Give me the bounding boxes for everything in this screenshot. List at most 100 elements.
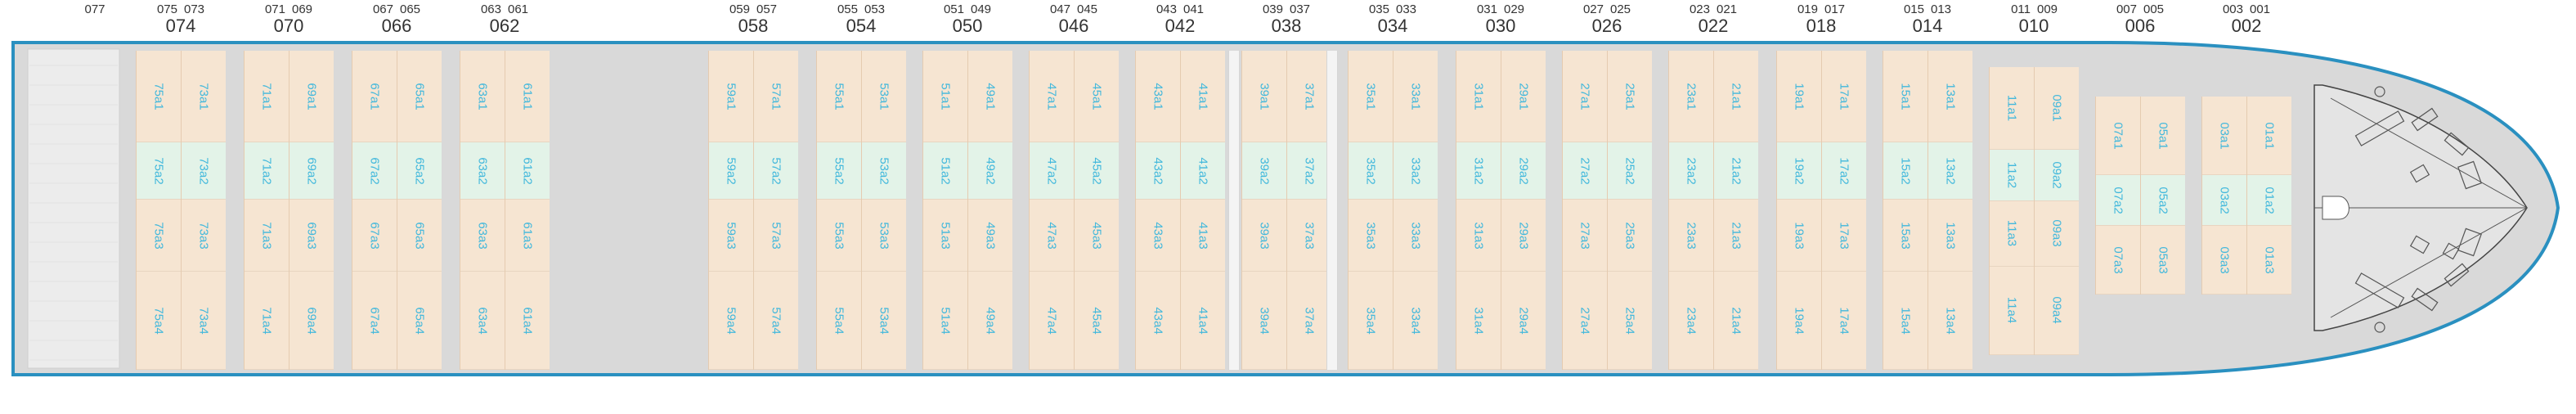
container-slot[interactable]: 55a2: [817, 142, 861, 200]
container-slot[interactable]: 33a1: [1393, 51, 1438, 142]
container-slot[interactable]: 47a3: [1030, 200, 1074, 272]
container-slot[interactable]: 57a4: [754, 272, 798, 370]
container-slot[interactable]: 37a3: [1287, 200, 1331, 272]
container-slot[interactable]: 25a3: [1608, 200, 1652, 272]
container-slot[interactable]: 09a2: [2035, 150, 2079, 202]
container-slot[interactable]: 53a1: [862, 51, 906, 142]
container-slot[interactable]: 65a1: [397, 51, 442, 142]
container-slot[interactable]: 51a2: [923, 142, 967, 200]
container-slot[interactable]: 13a3: [1928, 200, 1972, 272]
container-slot[interactable]: 13a1: [1928, 51, 1972, 142]
container-slot[interactable]: 45a4: [1075, 272, 1119, 370]
container-slot[interactable]: 67a3: [352, 200, 397, 272]
container-slot[interactable]: 07a1: [2096, 97, 2140, 175]
container-slot[interactable]: 17a4: [1822, 272, 1866, 370]
container-slot[interactable]: 55a1: [817, 51, 861, 142]
container-slot[interactable]: 25a1: [1608, 51, 1652, 142]
container-slot[interactable]: 07a3: [2096, 226, 2140, 295]
container-slot[interactable]: 71a2: [245, 142, 289, 200]
container-slot[interactable]: 35a2: [1349, 142, 1393, 200]
container-slot[interactable]: 37a4: [1287, 272, 1331, 370]
container-slot[interactable]: 63a1: [460, 51, 505, 142]
container-slot[interactable]: 49a2: [968, 142, 1012, 200]
container-slot[interactable]: 69a2: [289, 142, 334, 200]
container-slot[interactable]: 09a4: [2035, 266, 2079, 355]
container-slot[interactable]: 49a4: [968, 272, 1012, 370]
container-slot[interactable]: 59a1: [709, 51, 753, 142]
container-slot[interactable]: 73a3: [182, 200, 226, 272]
container-slot[interactable]: 35a3: [1349, 200, 1393, 272]
container-slot[interactable]: 47a2: [1030, 142, 1074, 200]
container-slot[interactable]: 55a3: [817, 200, 861, 272]
container-slot[interactable]: 17a1: [1822, 51, 1866, 142]
container-slot[interactable]: 11a3: [1990, 201, 2034, 267]
container-slot[interactable]: 55a4: [817, 272, 861, 370]
container-slot[interactable]: 33a2: [1393, 142, 1438, 200]
container-slot[interactable]: 41a3: [1181, 200, 1225, 272]
container-slot[interactable]: 09a1: [2035, 67, 2079, 151]
container-slot[interactable]: 09a3: [2035, 201, 2079, 267]
container-slot[interactable]: 33a3: [1393, 200, 1438, 272]
container-slot[interactable]: 29a1: [1501, 51, 1546, 142]
container-slot[interactable]: 73a4: [182, 272, 226, 370]
container-slot[interactable]: 23a2: [1669, 142, 1713, 200]
container-slot[interactable]: 73a2: [182, 142, 226, 200]
container-slot[interactable]: 75a1: [137, 51, 181, 142]
container-slot[interactable]: 63a4: [460, 272, 505, 370]
container-slot[interactable]: 75a3: [137, 200, 181, 272]
container-slot[interactable]: 57a2: [754, 142, 798, 200]
container-slot[interactable]: 19a3: [1777, 200, 1821, 272]
container-slot[interactable]: 57a1: [754, 51, 798, 142]
container-slot[interactable]: 03a2: [2202, 175, 2246, 226]
container-slot[interactable]: 15a1: [1883, 51, 1928, 142]
container-slot[interactable]: 71a3: [245, 200, 289, 272]
container-slot[interactable]: 07a2: [2096, 175, 2140, 226]
container-slot[interactable]: 01a1: [2247, 97, 2291, 175]
container-slot[interactable]: 63a2: [460, 142, 505, 200]
container-slot[interactable]: 01a2: [2247, 175, 2291, 226]
container-slot[interactable]: 65a3: [397, 200, 442, 272]
container-slot[interactable]: 27a1: [1563, 51, 1607, 142]
container-slot[interactable]: 71a1: [245, 51, 289, 142]
container-slot[interactable]: 69a3: [289, 200, 334, 272]
container-slot[interactable]: 41a2: [1181, 142, 1225, 200]
container-slot[interactable]: 11a2: [1990, 150, 2034, 202]
container-slot[interactable]: 51a1: [923, 51, 967, 142]
container-slot[interactable]: 61a1: [505, 51, 550, 142]
container-slot[interactable]: 53a2: [862, 142, 906, 200]
container-slot[interactable]: 39a4: [1242, 272, 1286, 370]
container-slot[interactable]: 19a4: [1777, 272, 1821, 370]
container-slot[interactable]: 69a1: [289, 51, 334, 142]
container-slot[interactable]: 51a4: [923, 272, 967, 370]
container-slot[interactable]: 67a4: [352, 272, 397, 370]
container-slot[interactable]: 23a3: [1669, 200, 1713, 272]
container-slot[interactable]: 59a4: [709, 272, 753, 370]
container-slot[interactable]: 01a3: [2247, 226, 2291, 295]
container-slot[interactable]: 11a4: [1990, 266, 2034, 355]
container-slot[interactable]: 33a4: [1393, 272, 1438, 370]
container-slot[interactable]: 05a2: [2141, 175, 2185, 226]
container-slot[interactable]: 15a2: [1883, 142, 1928, 200]
container-slot[interactable]: 45a1: [1075, 51, 1119, 142]
container-slot[interactable]: 27a2: [1563, 142, 1607, 200]
container-slot[interactable]: 47a1: [1030, 51, 1074, 142]
container-slot[interactable]: 21a4: [1714, 272, 1758, 370]
container-slot[interactable]: 23a1: [1669, 51, 1713, 142]
container-slot[interactable]: 39a3: [1242, 200, 1286, 272]
container-slot[interactable]: 59a3: [709, 200, 753, 272]
container-slot[interactable]: 21a1: [1714, 51, 1758, 142]
container-slot[interactable]: 21a2: [1714, 142, 1758, 200]
container-slot[interactable]: 57a3: [754, 200, 798, 272]
container-slot[interactable]: 29a2: [1501, 142, 1546, 200]
container-slot[interactable]: 43a4: [1136, 272, 1180, 370]
container-slot[interactable]: 11a1: [1990, 67, 2034, 151]
container-slot[interactable]: 39a2: [1242, 142, 1286, 200]
container-slot[interactable]: 59a2: [709, 142, 753, 200]
container-slot[interactable]: 51a3: [923, 200, 967, 272]
container-slot[interactable]: 39a1: [1242, 51, 1286, 142]
container-slot[interactable]: 53a3: [862, 200, 906, 272]
container-slot[interactable]: 15a4: [1883, 272, 1928, 370]
container-slot[interactable]: 13a2: [1928, 142, 1972, 200]
container-slot[interactable]: 03a3: [2202, 226, 2246, 295]
container-slot[interactable]: 31a1: [1456, 51, 1501, 142]
